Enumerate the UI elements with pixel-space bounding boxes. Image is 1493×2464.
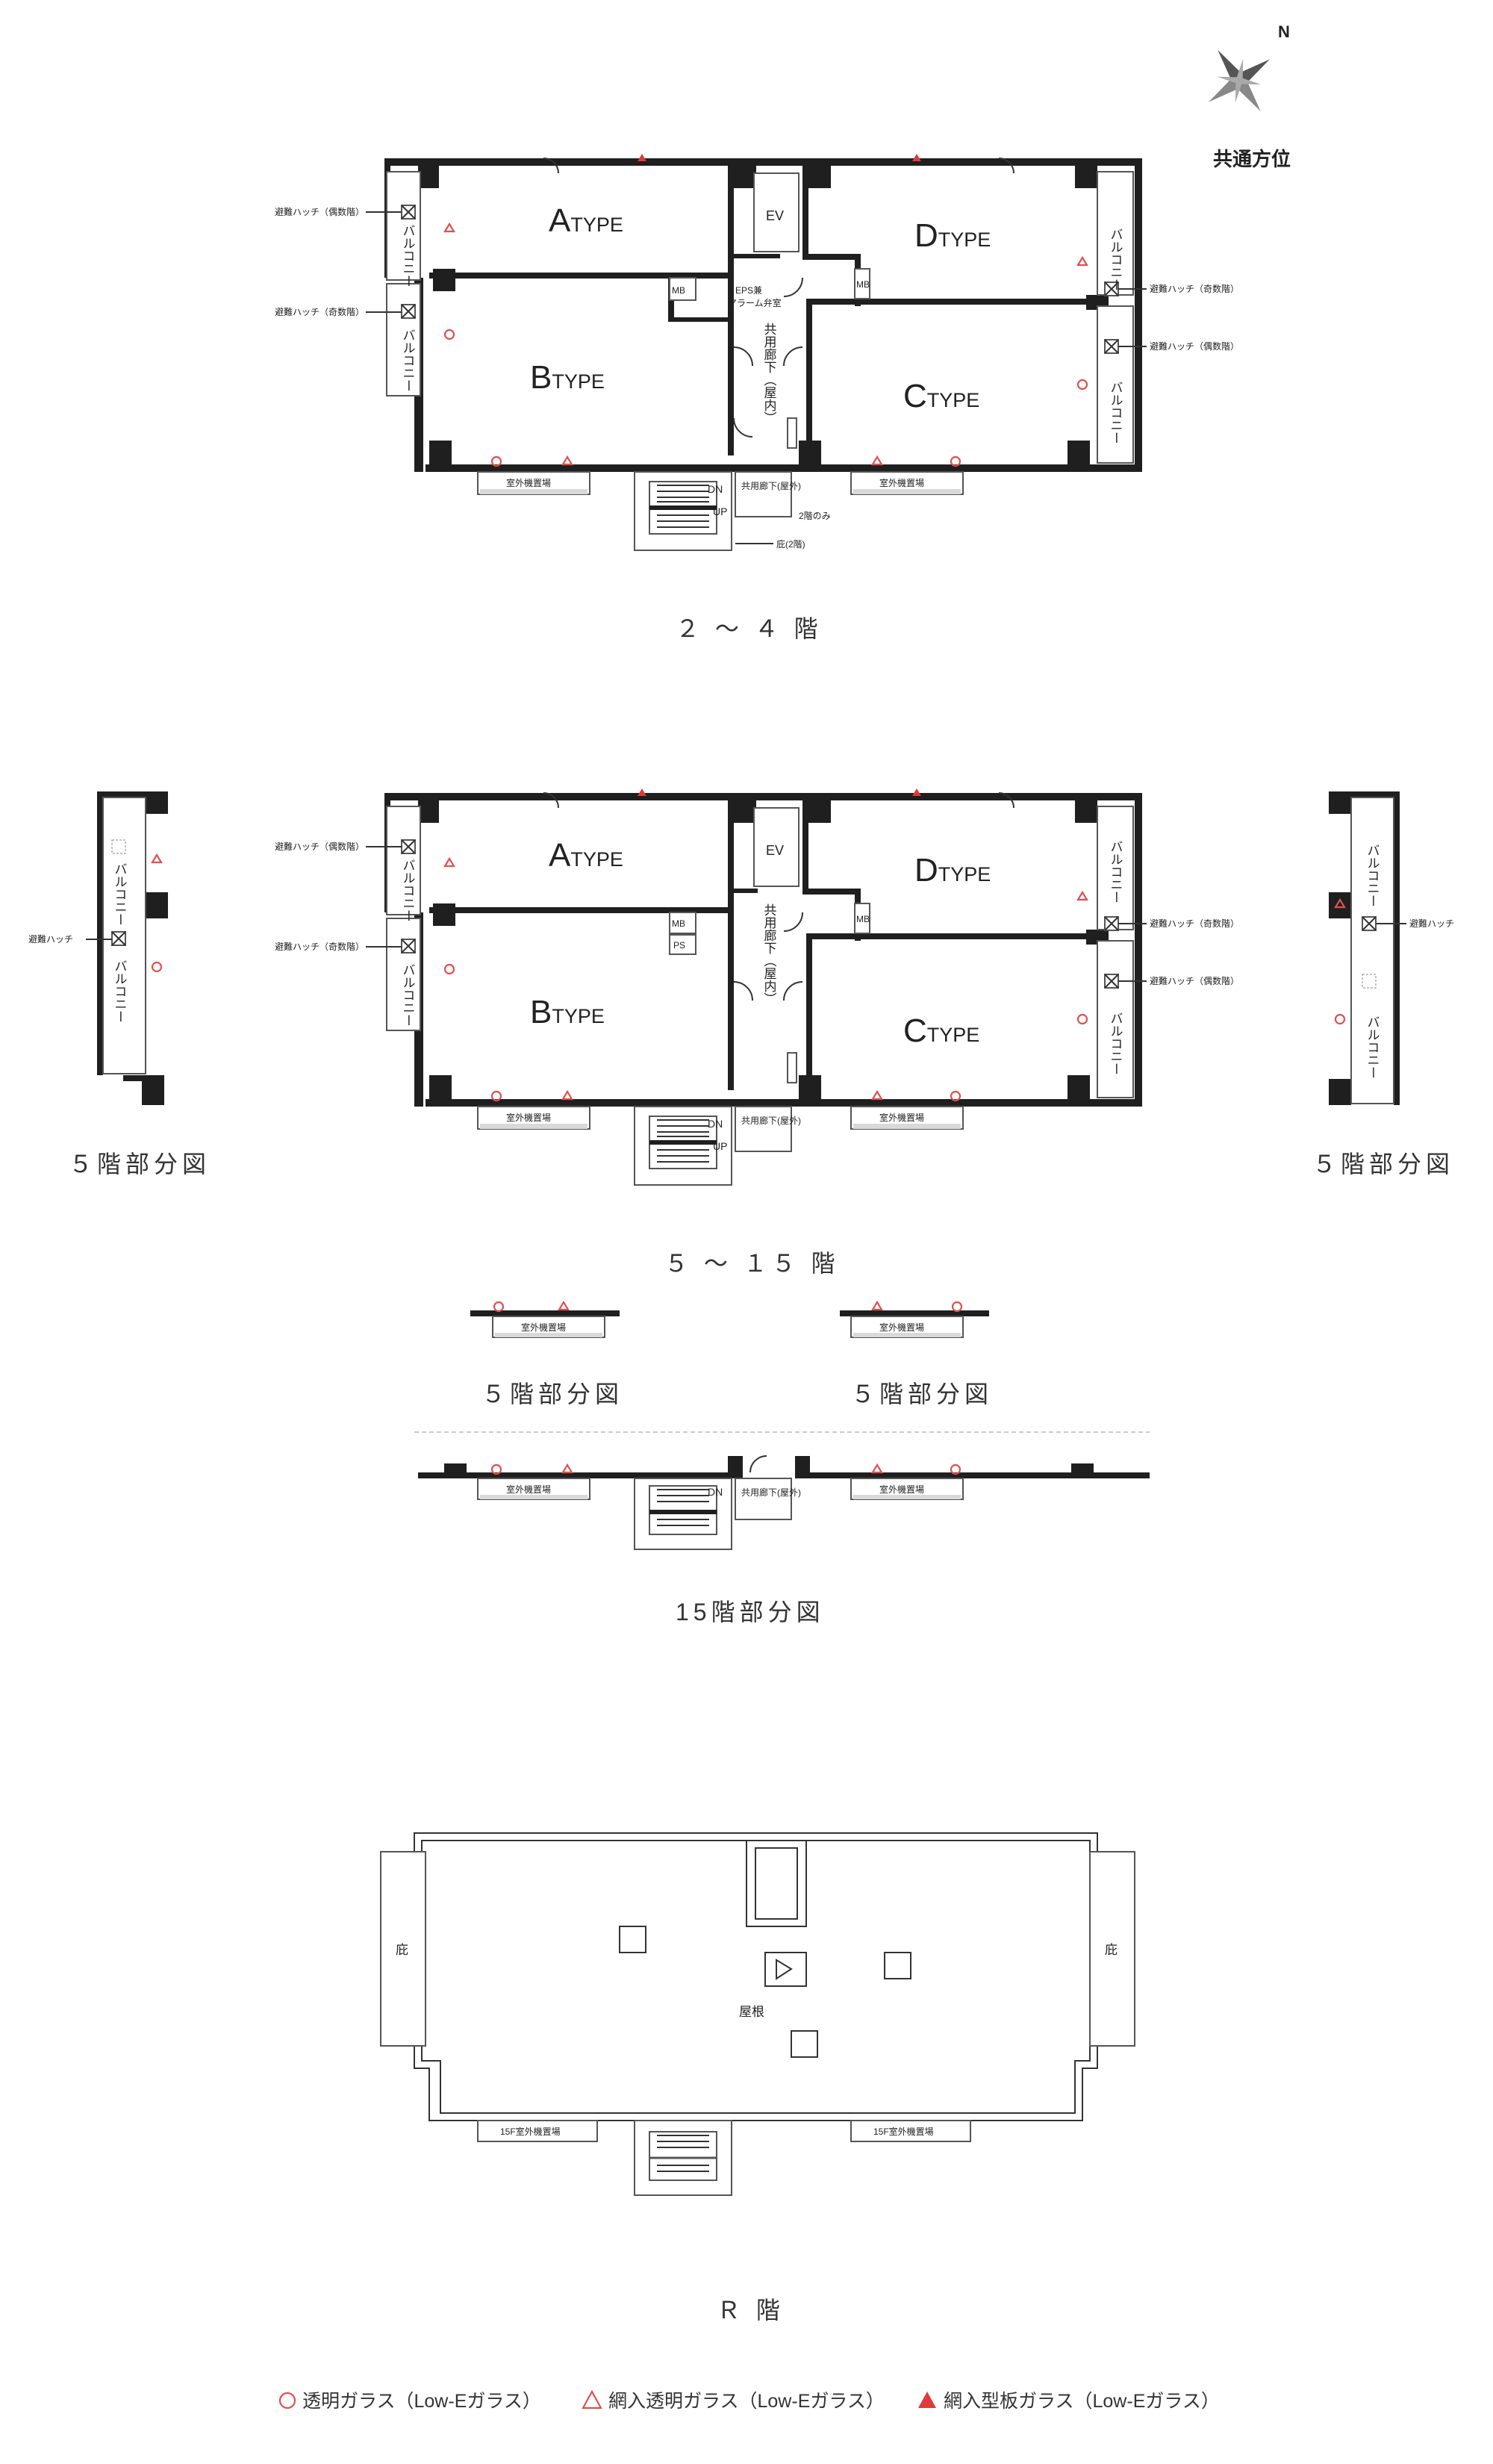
ev-label: EV	[766, 208, 784, 223]
ac-space-label: 室外機置場	[506, 1112, 551, 1123]
unit-d-label: DTYPE	[914, 217, 991, 254]
ac-space-label: 室外機置場	[879, 1112, 924, 1123]
partial-5f-ac-right: 室外機置場	[840, 1300, 989, 1338]
caption-15f-partial: 15階部分図	[676, 1599, 825, 1625]
corridor-outdoor-label: 共用廊下(屋外)	[741, 1115, 801, 1126]
ac-space-label: 室外機置場	[879, 1484, 924, 1495]
balcony-label: バルコニー	[113, 959, 127, 1023]
unit-d-label: DTYPE	[914, 852, 991, 889]
corridor-outdoor-label: 共用廊下(屋外)	[741, 1487, 801, 1498]
legend-triangle-filled-icon	[918, 2392, 936, 2408]
ac-space-15f-label: 15F室外機置場	[500, 2126, 561, 2137]
balcony-label: バルコニー	[1365, 1015, 1380, 1079]
balcony-label: バルコニー	[1109, 381, 1123, 444]
balcony-label: バルコニー	[1365, 844, 1380, 907]
partial-5f-right: バルコニー バルコニー 避難ハッチ	[1329, 791, 1454, 1105]
hatch-even-label: 避難ハッチ（偶数階）	[275, 841, 364, 852]
ac-space-label: 室外機置場	[521, 1322, 566, 1333]
ac-space-label: 室外機置場	[879, 477, 924, 488]
unit-a-label: ATYPE	[549, 837, 623, 874]
compass-icon: N	[1209, 22, 1290, 111]
eave-2f-label: 庇(2階)	[776, 538, 805, 550]
caption-5f-partial-right: ５階部分図	[1312, 1151, 1454, 1177]
glass-legend: 透明ガラス（Low-Eガラス） 網入透明ガラス（Low-Eガラス） 網入型板ガラ…	[278, 2389, 1220, 2412]
balcony-label: バルコニー	[1109, 840, 1123, 903]
caption-floor-2-4: ２ ～ ４ 階	[676, 615, 823, 642]
legend-item-wired-patterned-glass: 網入型板ガラス（Low-Eガラス）	[944, 2391, 1220, 2412]
hatch-even-label: 避難ハッチ（偶数階）	[1150, 975, 1239, 986]
unit-a-label: ATYPE	[549, 202, 623, 239]
mb-label: MB	[856, 279, 870, 290]
ac-space-label: 室外機置場	[879, 1322, 924, 1333]
stair-up-label: UP	[713, 505, 727, 517]
hatch-label: 避難ハッチ	[28, 933, 73, 945]
caption-roof: Ｒ 階	[717, 2297, 785, 2324]
hatch-odd-label: 避難ハッチ（奇数階）	[1150, 283, 1239, 294]
eps-label: EPS兼	[735, 285, 762, 296]
ac-space-label: 室外機置場	[506, 477, 551, 488]
stair-down-label: DN	[708, 1118, 723, 1130]
caption-5f-partial-ac-left: ５階部分図	[481, 1381, 623, 1407]
ps-label: PS	[673, 940, 685, 951]
caption-5f-partial-left: ５階部分図	[69, 1151, 211, 1177]
plan-floor-5-15: EV MB PS MB 共用廊下（屋内） バルコニー バルコニー 避難ハッチ（偶…	[275, 788, 1239, 1186]
balcony-label: バルコニー	[401, 224, 415, 287]
hatch-even-label: 避難ハッチ（偶数階）	[1150, 340, 1239, 352]
balcony-label: バルコニー	[1109, 228, 1123, 291]
legend-item-clear-glass: 透明ガラス（Low-Eガラス）	[302, 2391, 541, 2412]
hatch-odd-label: 避難ハッチ（奇数階）	[275, 306, 364, 317]
unit-c-label: CTYPE	[903, 1012, 979, 1049]
only-2f-label: 2階のみ	[799, 510, 831, 521]
corridor-indoor-label: 共用廊下（屋内）	[762, 323, 777, 424]
corridor-indoor-label: 共用廊下（屋内）	[762, 903, 777, 1005]
mb-label: MB	[856, 914, 870, 924]
hatch-odd-label: 避難ハッチ（奇数階）	[275, 941, 364, 952]
corridor-outdoor-label: 共用廊下(屋外)	[741, 480, 801, 491]
alarm-room-label: アラーム弁室	[728, 297, 782, 308]
ac-space-15f-label: 15F室外機置場	[873, 2126, 934, 2137]
eave-label: 庇	[396, 1943, 408, 1957]
balcony-label: バルコニー	[1109, 1012, 1123, 1075]
hatch-label: 避難ハッチ	[1409, 918, 1454, 929]
mb-label: MB	[672, 285, 685, 296]
caption-5f-partial-ac-right: ５階部分図	[851, 1381, 993, 1407]
ev-label: EV	[766, 843, 784, 858]
north-mark: N	[1278, 22, 1290, 41]
mb-label: MB	[672, 918, 685, 929]
unit-b-label: BTYPE	[530, 359, 605, 396]
balcony-label: バルコニー	[401, 329, 415, 392]
unit-c-label: CTYPE	[903, 378, 979, 414]
hatch-even-label: 避難ハッチ（偶数階）	[275, 206, 364, 217]
eave-label: 庇	[1105, 1943, 1118, 1957]
roof-label: 屋根	[739, 2005, 764, 2019]
plan-floor-2-4: EV MB MB EPS兼 アラーム弁室 共用廊下（屋内） バルコニー バルコニ…	[275, 154, 1239, 551]
partial-5f-ac-left: 室外機置場	[470, 1300, 620, 1338]
ac-space-label: 室外機置場	[506, 1484, 551, 1495]
balcony-label: バルコニー	[401, 859, 415, 922]
caption-floor-5-15: ５ ～ １５ 階	[664, 1250, 840, 1277]
stair-down-label: DN	[708, 483, 723, 495]
plan-roof: 庇 庇 屋根 15F室外機置場 15F室外機置場	[380, 1832, 1135, 2196]
legend-triangle-outline-icon	[582, 2389, 602, 2409]
hatch-odd-label: 避難ハッチ（奇数階）	[1150, 918, 1239, 929]
partial-5f-left: バルコニー バルコニー 避難ハッチ	[28, 791, 168, 1105]
stair-down-label: DN	[708, 1486, 723, 1498]
balcony-label: バルコニー	[401, 963, 415, 1027]
compass-label: 共通方位	[1213, 148, 1291, 170]
stair-up-label: UP	[713, 1140, 727, 1152]
unit-b-label: BTYPE	[530, 994, 605, 1030]
legend-item-wired-clear-glass: 網入透明ガラス（Low-Eガラス）	[608, 2391, 885, 2412]
legend-circle-icon	[278, 2392, 296, 2409]
balcony-label: バルコニー	[113, 862, 127, 926]
partial-15f: 室外機置場 室外機置場 DN 共用廊下(屋外)	[414, 1431, 1150, 1550]
